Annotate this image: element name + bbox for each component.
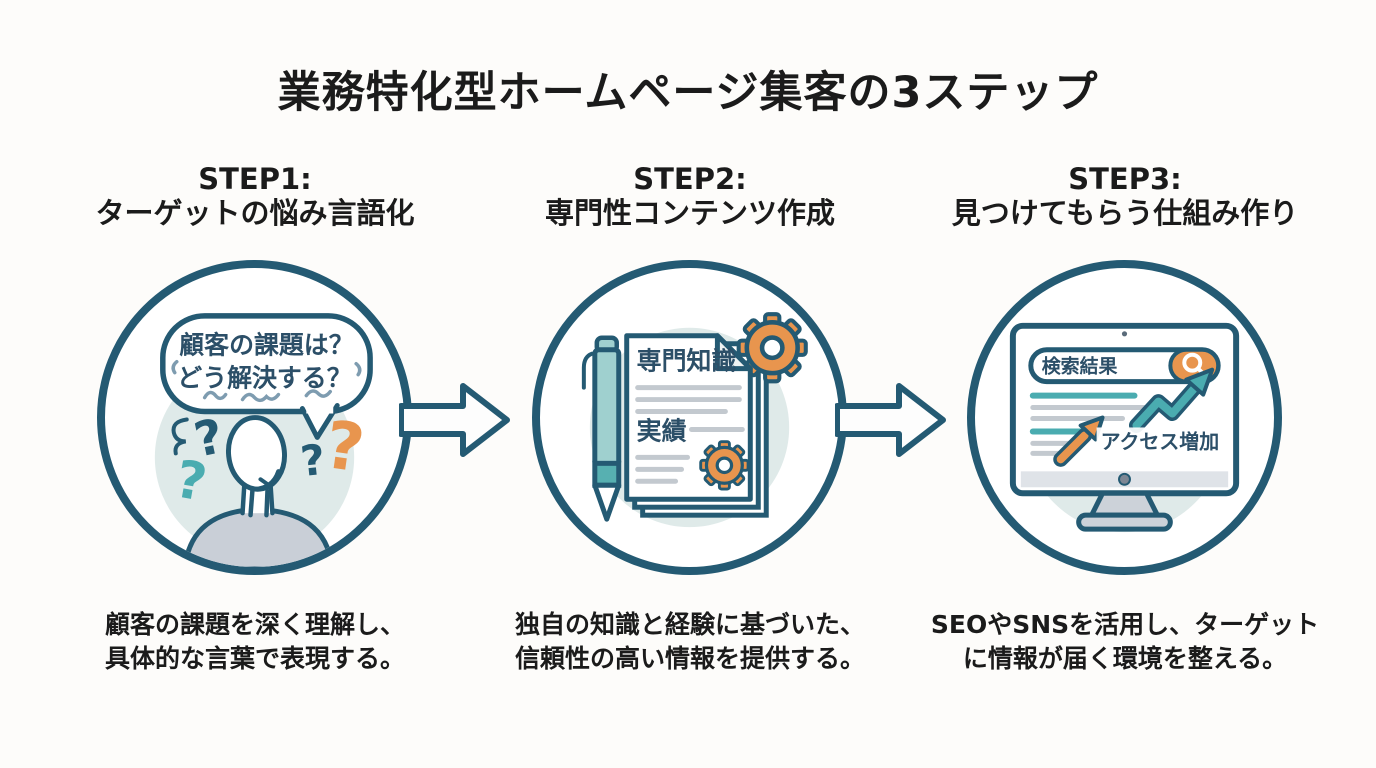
monitor-stand bbox=[1089, 490, 1160, 518]
thinking-person-icon: ? ? ? ? 顧客の課題は？ どう解決する？ bbox=[154, 313, 373, 567]
step1-heading: STEP1: ターゲットの悩み言語化 bbox=[45, 162, 465, 230]
growth-arrow-icon bbox=[1128, 367, 1215, 433]
question-mark-icon: ? ? ? ? bbox=[171, 406, 369, 514]
pen-icon bbox=[581, 335, 622, 522]
step1-description: 顧客の課題を深く理解し、 具体的な言葉で表現する。 bbox=[40, 608, 470, 676]
bubble-text-line1: 顧客の課題は？ bbox=[179, 331, 353, 360]
monitor-base bbox=[1076, 512, 1173, 532]
flow-arrow-icon bbox=[835, 383, 946, 457]
monitor-icon: 検索結果 bbox=[1009, 322, 1240, 533]
step3-description: SEOやSNSを活用し、ターゲット に情報が届く環境を整える。 bbox=[910, 608, 1340, 676]
step3-illustration-circle: 検索結果 bbox=[967, 260, 1282, 575]
step1-description-line2: 具体的な言葉で表現する。 bbox=[104, 644, 405, 673]
doc-subtitle-text: 実績 bbox=[637, 416, 687, 445]
page-title: 業務特化型ホームページ集客の3ステップ bbox=[277, 68, 1099, 118]
step2-heading: STEP2: 専門性コンテンツ作成 bbox=[480, 162, 900, 230]
step1-heading-line2: ターゲットの悩み言語化 bbox=[95, 196, 415, 230]
person-body bbox=[182, 415, 335, 567]
step3-description-line2: に情報が届く環境を整える。 bbox=[962, 644, 1288, 673]
step2-description-line2: 信頼性の高い情報を提供する。 bbox=[514, 644, 865, 673]
flow-arrow-icon bbox=[399, 383, 510, 457]
step2-heading-line1: STEP2: bbox=[633, 162, 747, 196]
scribble-underlines bbox=[171, 359, 362, 403]
doc-title-text: 専門知識 bbox=[637, 347, 737, 376]
speech-bubble-icon: 顧客の課題は？ どう解決する？ bbox=[160, 313, 373, 440]
document-icon: 専門知識 実績 bbox=[581, 268, 839, 528]
step1-illustration-circle: ? ? ? ? 顧客の課題は？ どう解決する？ bbox=[97, 260, 412, 575]
doc-text-lines bbox=[635, 385, 745, 484]
step2-description: 独自の知識と経験に基づいた、 信頼性の高い情報を提供する。 bbox=[475, 608, 905, 676]
step1-description-line1: 顧客の課題を深く理解し、 bbox=[104, 610, 405, 639]
search-bar-text: 検索結果 bbox=[1042, 355, 1118, 378]
step2-heading-line2: 専門性コンテンツ作成 bbox=[544, 196, 835, 230]
gear-icon-small bbox=[699, 440, 750, 491]
svg-text:?: ? bbox=[298, 435, 327, 486]
step3-heading-line2: 見つけてもらう仕組み作り bbox=[951, 196, 1299, 230]
step2-description-line1: 独自の知識と経験に基づいた、 bbox=[514, 610, 865, 639]
step3-heading: STEP3: 見つけてもらう仕組み作り bbox=[915, 162, 1335, 230]
step2-illustration-circle: 専門知識 実績 bbox=[532, 260, 847, 575]
step1-heading-line1: STEP1: bbox=[198, 162, 312, 196]
bubble-text-line2: どう解決する？ bbox=[177, 364, 351, 393]
access-label-bg bbox=[1096, 427, 1229, 456]
step3-description-line1: SEOやSNSを活用し、ターゲット bbox=[930, 610, 1320, 639]
step3-heading-line1: STEP3: bbox=[1068, 162, 1182, 196]
access-label-text: アクセス増加 bbox=[1101, 429, 1220, 453]
